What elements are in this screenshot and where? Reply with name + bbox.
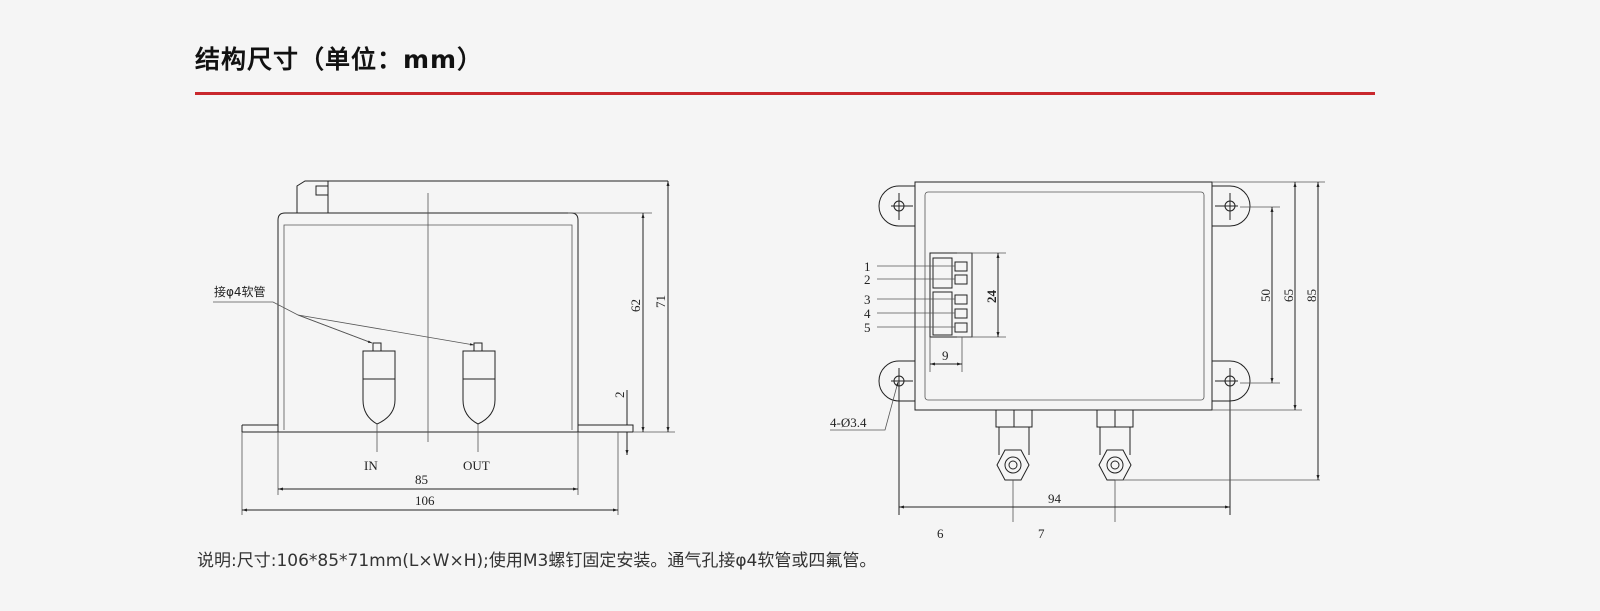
port-label-7: 7 bbox=[1038, 526, 1045, 541]
dim-62: 62 bbox=[628, 299, 643, 312]
hole-callout: 4-Ø3.4 bbox=[830, 415, 867, 430]
terminal-5: 5 bbox=[864, 320, 871, 335]
terminal-4: 4 bbox=[864, 306, 871, 321]
port-label-6: 6 bbox=[937, 526, 944, 541]
dim-94: 94 bbox=[1048, 491, 1062, 506]
dim-71: 71 bbox=[653, 295, 668, 308]
port-6-fitting bbox=[995, 409, 1033, 522]
dim-106: 106 bbox=[415, 493, 435, 508]
terminal-2: 2 bbox=[864, 272, 871, 287]
dim-24: 24 bbox=[984, 290, 999, 304]
port-label-out: OUT bbox=[463, 458, 490, 473]
dim-9: 9 bbox=[942, 348, 949, 363]
title-divider bbox=[195, 92, 1375, 95]
side-view: IN OUT 接φ4软管 85 106 62 71 2 bbox=[213, 180, 675, 515]
dim-2: 2 bbox=[612, 392, 627, 399]
out-fitting bbox=[462, 342, 496, 452]
dim-85: 85 bbox=[415, 472, 428, 487]
port-7-fitting bbox=[1096, 409, 1320, 522]
port-label-in: IN bbox=[364, 458, 378, 473]
mounting-holes bbox=[891, 193, 1238, 515]
terminal-block bbox=[929, 252, 973, 338]
dim-85-total: 85 bbox=[1304, 289, 1319, 302]
terminal-3: 3 bbox=[864, 292, 871, 307]
dim-65: 65 bbox=[1281, 289, 1296, 302]
terminal-1: 1 bbox=[864, 259, 871, 274]
dim-50: 50 bbox=[1258, 289, 1273, 302]
top-view: 1 2 3 4 5 24 9 6 7 4-Ø3.4 50 bbox=[830, 181, 1325, 541]
hose-callout: 接φ4软管 bbox=[214, 284, 266, 299]
description-note: 说明:尺寸:106*85*71mm(L×W×H);使用M3螺钉固定安装。通气孔接… bbox=[197, 551, 877, 571]
section-title: 结构尺寸（单位：mm） bbox=[195, 45, 484, 74]
in-fitting bbox=[362, 342, 396, 452]
